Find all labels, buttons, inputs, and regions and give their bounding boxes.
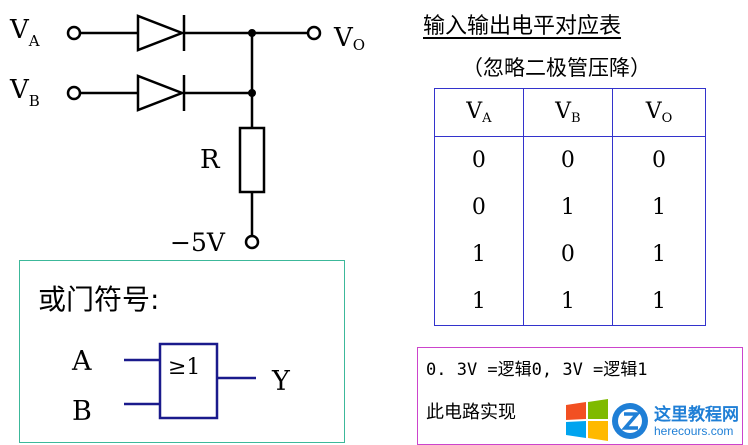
table-cell: 1 xyxy=(523,183,613,231)
supply-terminal xyxy=(244,234,260,250)
table-cell: 1 xyxy=(434,278,524,326)
truth-table: VA VB VO 0 0 0 0 1 1 1 0 1 1 1 1 xyxy=(434,88,706,326)
vo-terminal xyxy=(306,25,322,41)
or-gate-panel xyxy=(19,260,345,443)
table-subtitle: （忽略二极管压降） xyxy=(462,56,651,80)
header-va: VA xyxy=(434,88,524,137)
gate-body xyxy=(158,342,219,420)
header-vo: VO xyxy=(645,99,673,126)
label-va: VA xyxy=(9,15,40,50)
table-row: 1 1 1 xyxy=(434,278,706,326)
table-cell: 0 xyxy=(523,231,613,279)
junction-dot-top xyxy=(248,29,256,37)
junction-dot-mid xyxy=(248,89,256,97)
table-cell: 1 xyxy=(523,278,613,326)
table-cell: 0 xyxy=(434,136,524,184)
table-cell: 1 xyxy=(651,289,666,315)
label-r: R xyxy=(200,145,221,175)
gate-input-b-label: B xyxy=(72,396,92,427)
watermark: 这里教程网 herecours.com xyxy=(562,395,748,445)
table-header-row: VA VB VO xyxy=(434,88,706,137)
diode-b xyxy=(136,74,186,112)
diode-or-circuit: VA VB VO R −5V xyxy=(9,14,365,257)
windows-logo-icon xyxy=(566,399,648,441)
watermark-title: 这里教程网 xyxy=(654,405,739,425)
circuit-function-note: 此电路实现 xyxy=(426,402,516,423)
or-gate-title: 或门符号: xyxy=(38,283,160,316)
gate-input-a-label: A xyxy=(71,346,92,377)
header-vb: VB xyxy=(523,88,613,137)
gate-output-label: Y xyxy=(271,366,291,397)
table-row: 0 0 0 xyxy=(434,136,706,184)
label-vo: VO xyxy=(333,23,365,54)
diode-a xyxy=(136,14,186,52)
table-cell: 1 xyxy=(651,242,666,268)
table-cell: 1 xyxy=(651,194,666,220)
table-row: 0 1 1 xyxy=(434,183,706,231)
table-cell: 0 xyxy=(523,136,613,184)
table-cell: 1 xyxy=(434,231,524,279)
watermark-url: herecours.com xyxy=(654,424,734,438)
gate-symbol-label: ≥1 xyxy=(168,355,200,380)
logic-level-note: 0. 3V =逻辑0, 3V =逻辑1 xyxy=(426,360,648,380)
table-cell: 0 xyxy=(434,183,524,231)
table-row: 1 0 1 xyxy=(434,231,706,279)
table-cell: 0 xyxy=(651,147,666,173)
label-supply: −5V xyxy=(170,228,226,257)
table-title: 输入输出电平对应表 xyxy=(423,14,622,39)
label-vb: VB xyxy=(9,75,40,110)
